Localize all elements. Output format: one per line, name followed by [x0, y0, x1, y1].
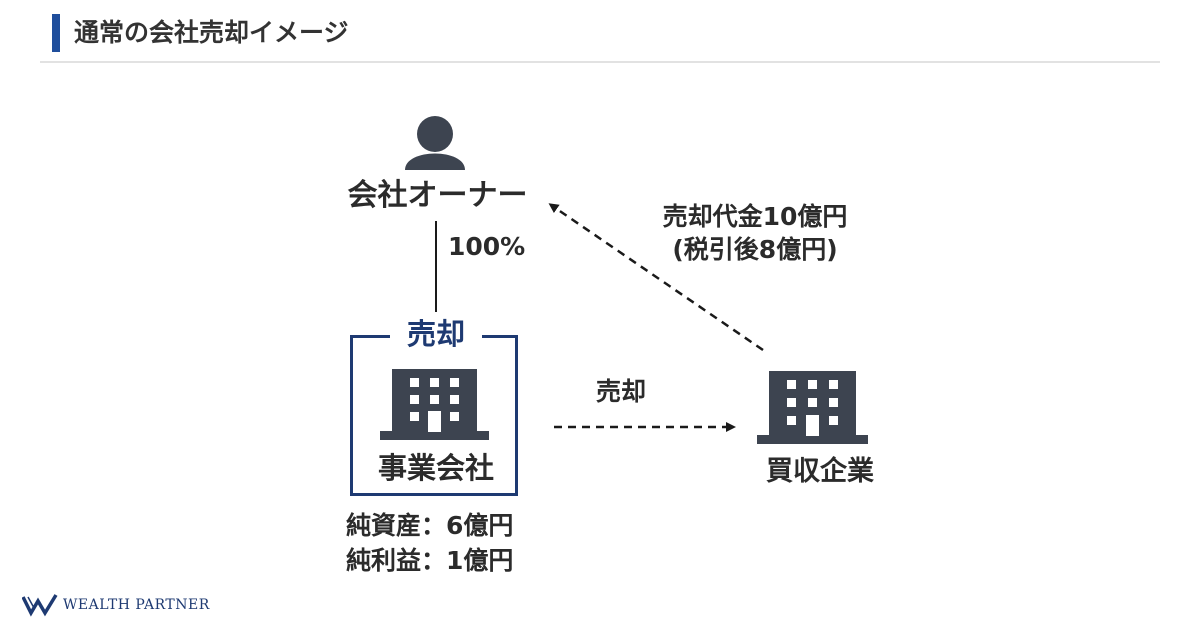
company-financials: 純資産：6億円 純利益：1億円	[346, 508, 513, 578]
sale-proceeds: 売却代金10億円 (税引後8億円)	[620, 200, 890, 266]
frame-sale-label: 売却	[390, 315, 482, 353]
net-assets: 純資産：6億円	[346, 511, 514, 540]
building-icon	[757, 371, 868, 444]
page-title: 通常の会社売却イメージ	[74, 18, 349, 47]
net-income: 純利益：1億円	[346, 546, 514, 575]
title-accent-bar	[52, 14, 60, 52]
buyer-label: 買収企業	[766, 456, 874, 487]
person-icon	[405, 116, 465, 170]
logo-text: WEALTH PARTNER	[63, 597, 210, 613]
sale-proceeds-after-tax: (税引後8億円)	[672, 235, 838, 264]
sale-proceeds-amount: 売却代金10億円	[662, 202, 848, 231]
title-divider	[40, 61, 1160, 63]
owner-label: 会社オーナー	[347, 178, 528, 213]
payment-arrow	[548, 203, 764, 352]
sale-arrow-label: 売却	[596, 377, 647, 406]
wealth-partner-logo-icon	[22, 594, 58, 617]
ownership-percentage: 100%	[448, 232, 526, 261]
operating-company-label: 事業会社	[377, 451, 494, 485]
building-icon	[380, 369, 489, 440]
